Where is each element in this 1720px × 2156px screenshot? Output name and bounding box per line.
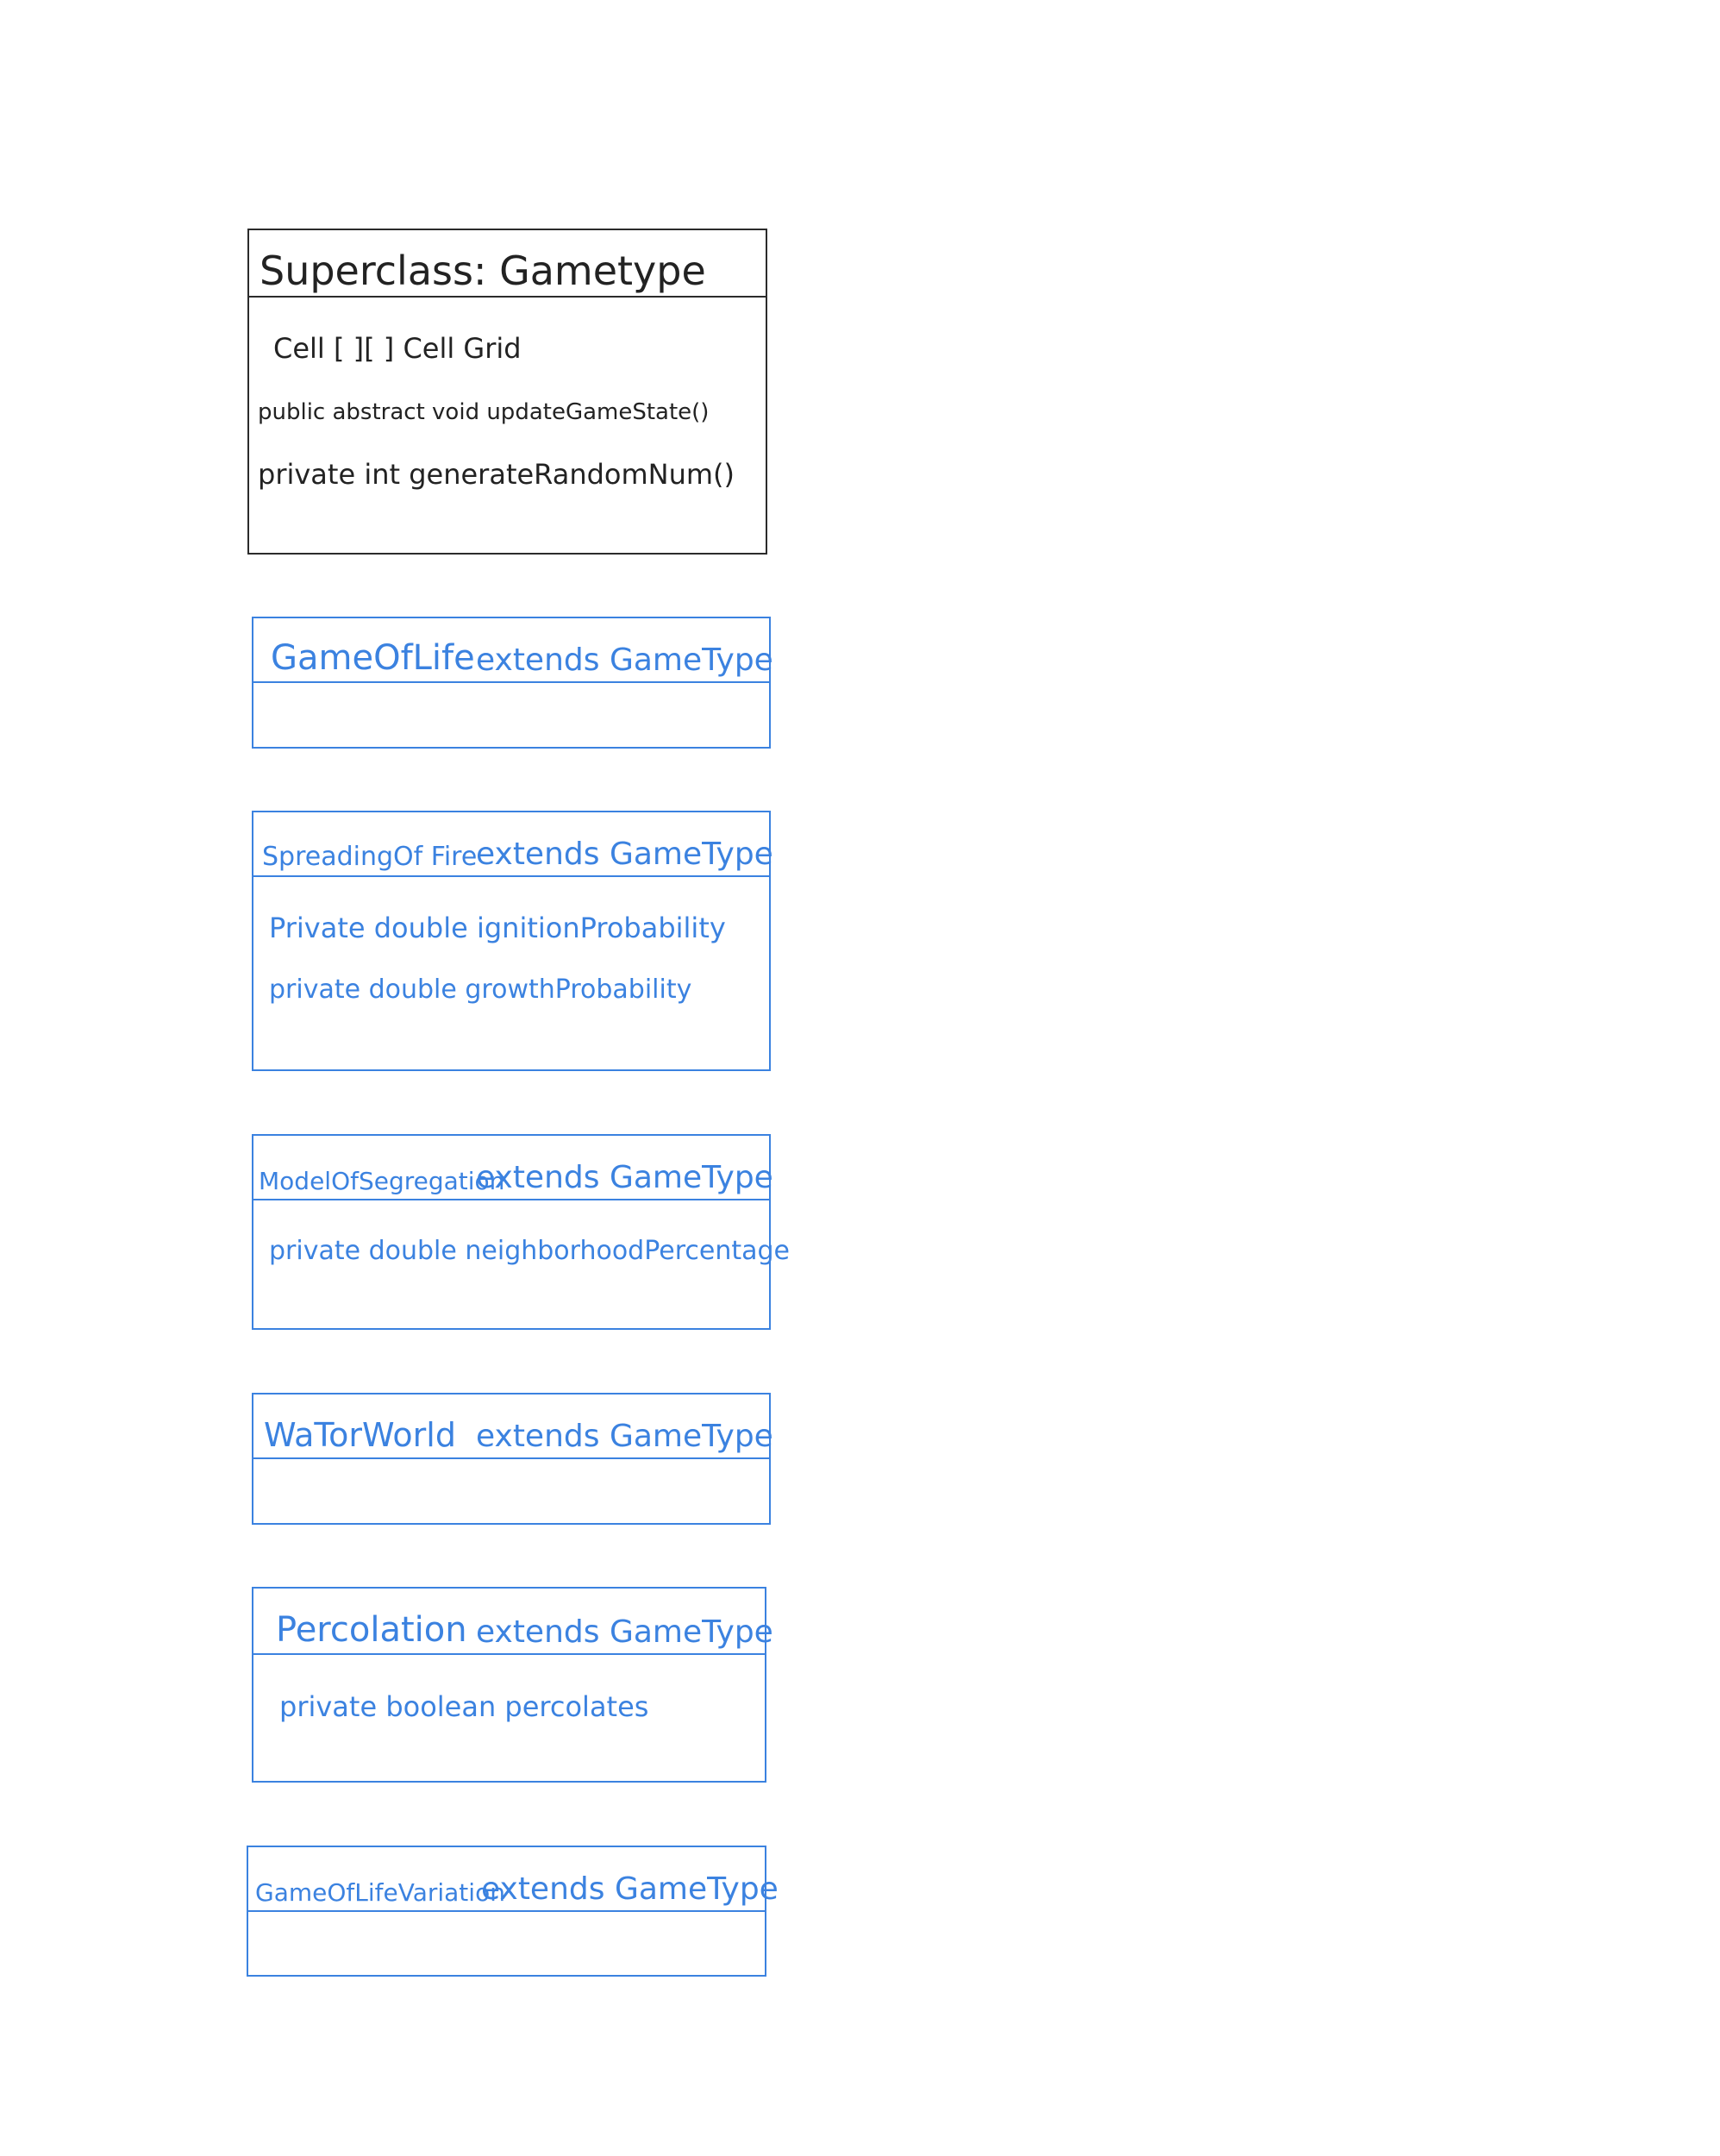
superclass-member-generate-random-num: private int generateRandomNum() [258, 458, 735, 491]
superclass-header: Superclass: Gametype [249, 230, 766, 298]
class-name: SpreadingOf Fire [262, 842, 478, 872]
class-name: Percolation [276, 1610, 467, 1650]
class-member-percolates: private boolean percolates [279, 1690, 649, 1723]
class-member-ignition-probability: Private double ignitionProbability [269, 912, 726, 944]
class-box-game-of-life-variation: GameOfLifeVariation extends GameType [247, 1846, 779, 1977]
class-box-game-of-life: GameOfLife extends GameType [252, 617, 773, 749]
class-name: WaTorWorld [264, 1416, 456, 1454]
superclass-box: Superclass: Gametype Cell [ ][ ] Cell Gr… [247, 229, 767, 555]
superclass-member-cell-grid: Cell [ ][ ] Cell Grid [273, 332, 522, 365]
class-header: WaTorWorld extends GameType [253, 1395, 773, 1459]
class-member-growth-probability: private double growthProbability [269, 975, 692, 1005]
class-box-spreading-of-fire: SpreadingOf Fire extends GameType Privat… [252, 811, 773, 1071]
class-name: GameOfLifeVariation [255, 1878, 505, 1907]
class-name: ModelOfSegregation [259, 1167, 505, 1195]
extends-label: extends GameType [476, 1419, 773, 1454]
superclass-member-update-game-state: public abstract void updateGameState() [258, 399, 710, 425]
extends-label: extends GameType [476, 837, 773, 872]
class-header: ModelOfSegregation extends GameType [253, 1136, 773, 1200]
class-header: Percolation extends GameType [253, 1589, 773, 1655]
extends-label: extends GameType [481, 1871, 779, 1907]
superclass-title: Superclass: Gametype [260, 248, 706, 294]
extends-label: extends GameType [476, 642, 773, 678]
extends-label: extends GameType [476, 1160, 773, 1195]
class-header: SpreadingOf Fire extends GameType [253, 812, 773, 877]
class-header: GameOfLifeVariation extends GameType [248, 1847, 779, 1912]
class-header: GameOfLife extends GameType [253, 618, 773, 683]
class-member-neighborhood-percentage: private double neighborhoodPercentage [269, 1236, 790, 1266]
class-box-wator-world: WaTorWorld extends GameType [252, 1393, 773, 1525]
class-name: GameOfLife [271, 638, 475, 678]
extends-label: extends GameType [476, 1614, 773, 1650]
class-box-percolation: Percolation extends GameType private boo… [252, 1587, 773, 1783]
class-box-model-of-segregation: ModelOfSegregation extends GameType priv… [252, 1134, 790, 1330]
